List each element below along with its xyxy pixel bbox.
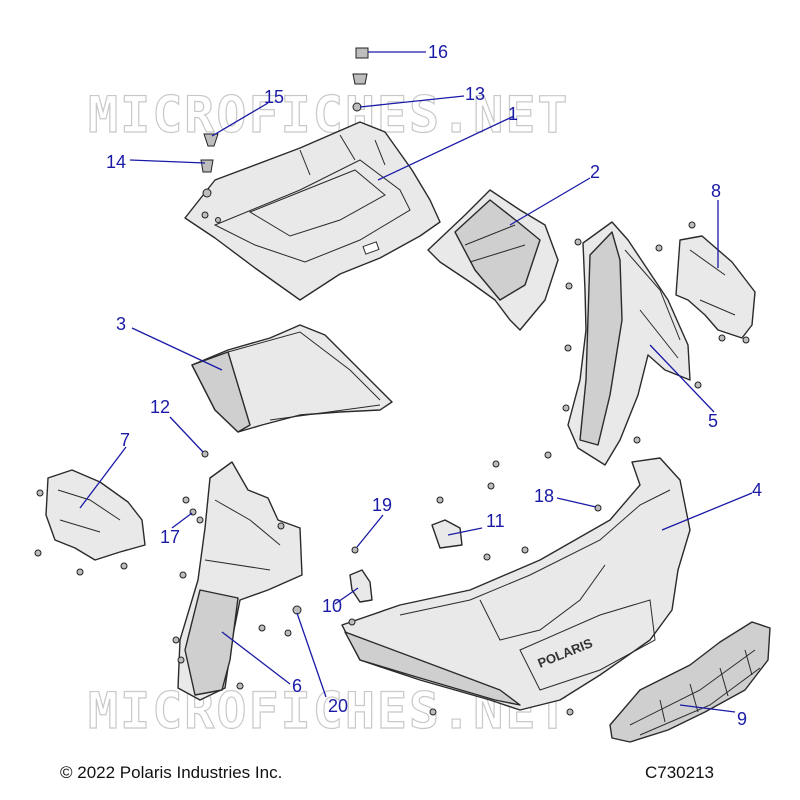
callout-1: 1 [508, 104, 518, 124]
front-bumper-part-4: POLARIS [341, 457, 691, 716]
callout-3: 3 [116, 314, 126, 334]
leader-lines [79, 51, 753, 713]
callout-14: 14 [106, 152, 126, 172]
bracket-part-7 [34, 469, 146, 576]
callout-9: 9 [737, 709, 747, 729]
callout-7: 7 [120, 430, 130, 450]
callout-20: 20 [328, 696, 348, 716]
copyright-text: © 2022 Polaris Industries Inc. [60, 763, 283, 782]
callout-5: 5 [708, 411, 718, 431]
misc-fasteners [189, 450, 602, 615]
callout-13: 13 [465, 84, 485, 104]
callout-16: 16 [428, 42, 448, 62]
callout-6: 6 [292, 676, 302, 696]
fender-panel-5 [562, 221, 702, 466]
callout-17: 17 [160, 527, 180, 547]
bracket-part-8 [675, 221, 756, 344]
callout-12: 12 [150, 397, 170, 417]
callout-18: 18 [534, 486, 554, 506]
callout-11: 11 [486, 511, 505, 531]
duct-part-3 [191, 324, 393, 433]
duct-part-2 [427, 189, 559, 331]
grille-part-9 [609, 621, 771, 743]
hood-part [184, 121, 441, 301]
callout-15: 15 [264, 87, 284, 107]
hood-fasteners [200, 47, 369, 198]
callout-10: 10 [322, 596, 342, 616]
drawing-number: C730213 [645, 763, 715, 782]
watermark-top: MICROFICHES.NET [88, 86, 570, 144]
fender-panel-6 [172, 461, 303, 701]
callout-8: 8 [711, 181, 721, 201]
callout-2: 2 [590, 162, 600, 182]
callout-19: 19 [372, 495, 392, 515]
callout-labels: 1 2 3 4 5 6 7 8 9 10 11 12 13 14 15 16 1… [106, 42, 762, 729]
callout-4: 4 [752, 480, 762, 500]
